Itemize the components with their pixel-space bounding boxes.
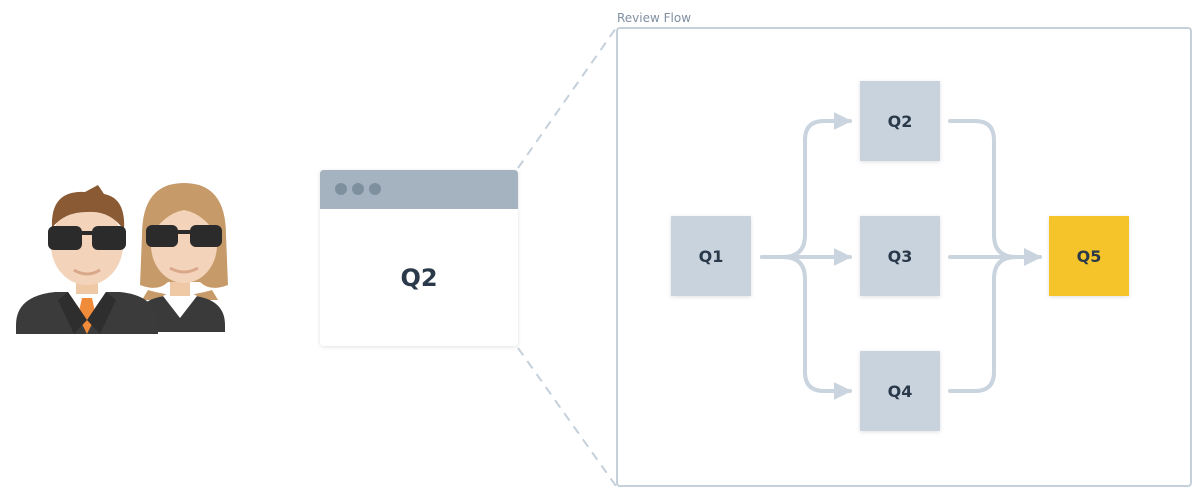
question-window-label: Q2 bbox=[400, 264, 437, 292]
question-window-header bbox=[320, 170, 518, 209]
node-q4: Q4 bbox=[860, 351, 940, 431]
frame-border bbox=[616, 27, 1192, 487]
node-q3-label: Q3 bbox=[888, 247, 913, 266]
window-dot-icon bbox=[352, 183, 364, 195]
connectors bbox=[760, 112, 1042, 400]
node-q4-label: Q4 bbox=[888, 382, 913, 401]
node-q3: Q3 bbox=[860, 216, 940, 296]
question-window: Q2 bbox=[320, 170, 518, 346]
node-q2-box bbox=[860, 81, 940, 161]
review-flow-frame: Review Flow bbox=[616, 11, 1192, 487]
node-q3-box bbox=[860, 216, 940, 296]
frame-title: Review Flow bbox=[617, 11, 691, 25]
node-q5-label: Q5 bbox=[1077, 247, 1102, 266]
edge-q2-q5 bbox=[948, 119, 1042, 266]
node-q5: Q5 bbox=[1049, 216, 1129, 296]
edge-q4-q5 bbox=[948, 248, 1042, 393]
node-q2-label: Q2 bbox=[888, 112, 913, 131]
reviewer-man bbox=[16, 185, 158, 334]
node-q5-box bbox=[1049, 216, 1129, 296]
reviewers-icon bbox=[16, 183, 228, 334]
node-q2: Q2 bbox=[860, 81, 940, 161]
node-q1-label: Q1 bbox=[699, 247, 724, 266]
edge-q1-q2 bbox=[760, 112, 852, 259]
zoom-guide-bottom bbox=[517, 347, 617, 487]
edge-q1-q4 bbox=[760, 255, 852, 400]
node-q4-box bbox=[860, 351, 940, 431]
node-q1-box bbox=[671, 216, 751, 296]
window-dot-icon bbox=[369, 183, 381, 195]
question-window-body bbox=[320, 170, 518, 346]
window-dot-icon bbox=[335, 183, 347, 195]
zoom-guide-top bbox=[517, 27, 617, 169]
node-q1: Q1 bbox=[671, 216, 751, 296]
